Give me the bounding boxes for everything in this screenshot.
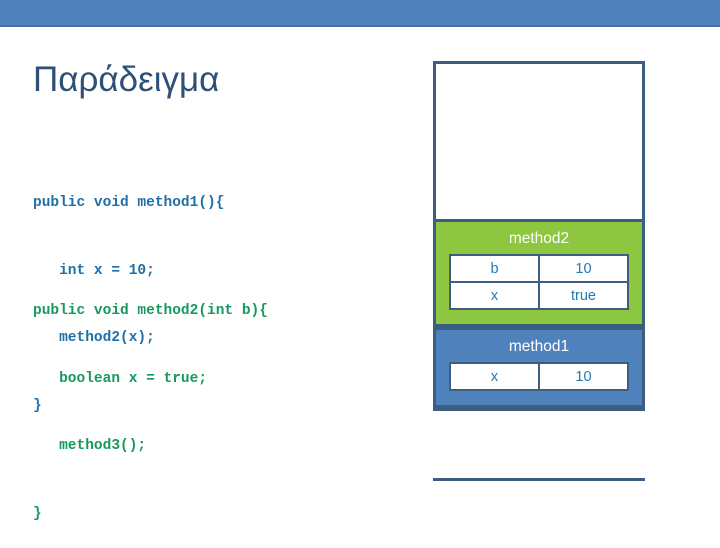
call-stack-diagram: method2 b 10 x true method1 x 10	[433, 61, 645, 481]
table-row: b 10	[449, 254, 629, 283]
code-line: public void method2(int b){	[33, 303, 268, 319]
stack-frame-method1: method1 x 10	[433, 327, 645, 408]
code-line: }	[33, 505, 42, 522]
variable-name: b	[449, 254, 540, 283]
code-line: }	[33, 397, 42, 414]
code-line: int x = 10;	[33, 262, 155, 279]
variable-value: 10	[538, 254, 629, 283]
code-line: method3();	[33, 438, 147, 454]
code-line: public void method1(){	[33, 195, 225, 211]
code-block-method1: public void method1(){ int x = 10; metho…	[33, 147, 224, 440]
code-line: method2(x);	[33, 330, 155, 346]
page-title: Παράδειγμα	[33, 60, 220, 99]
table-row: x true	[449, 281, 629, 310]
stack-frame-title: method1	[508, 338, 570, 355]
code-block-method2: public void method2(int b){ boolean x = …	[33, 255, 268, 548]
variable-value: true	[538, 281, 629, 310]
code-line: boolean x = true;	[33, 370, 208, 387]
table-row: x 10	[449, 362, 629, 391]
stack-empty-region-top	[436, 64, 642, 219]
variable-value: 10	[538, 362, 629, 391]
stack-frame-method2: method2 b 10 x true	[433, 219, 645, 327]
stack-frame-title: method2	[508, 230, 570, 247]
variable-name: x	[449, 281, 540, 310]
slide-top-bar	[0, 0, 720, 27]
variable-name: x	[449, 362, 540, 391]
stack-frame-variables: b 10 x true	[449, 254, 629, 310]
stack-frame-variables: x 10	[449, 362, 629, 391]
stack-empty-region-bottom	[433, 408, 645, 478]
